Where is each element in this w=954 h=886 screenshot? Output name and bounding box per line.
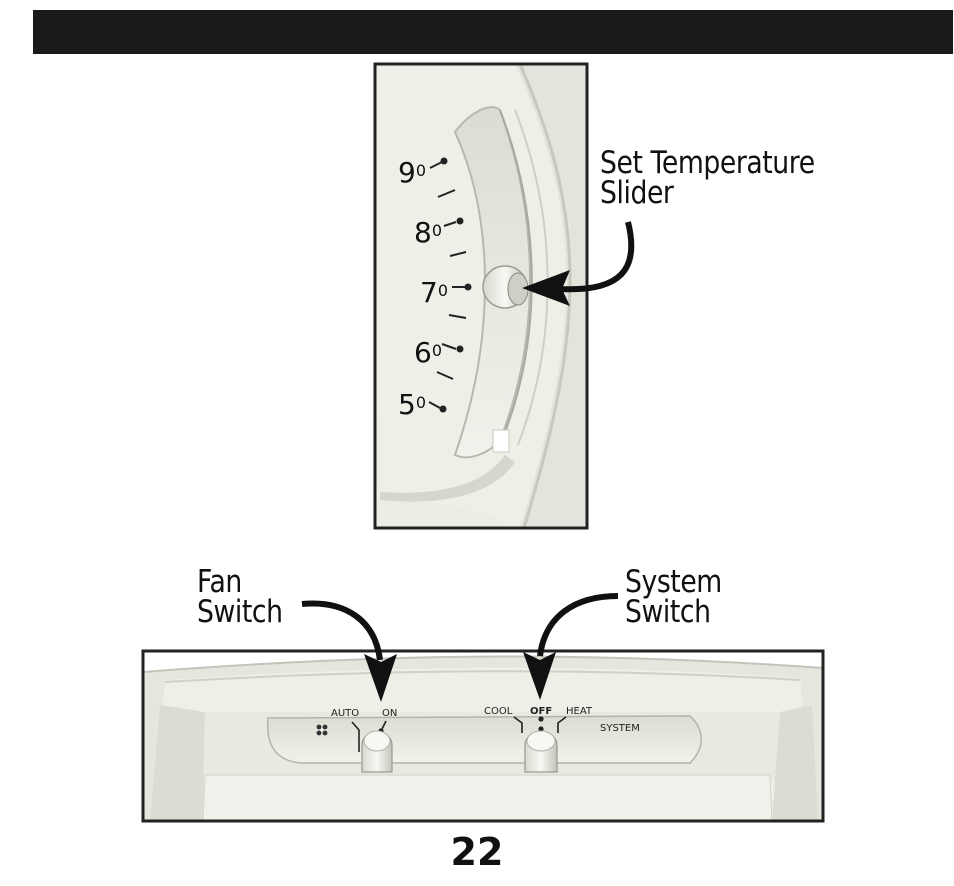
scale-label-80: 80	[414, 216, 442, 249]
set-temperature-callout: Set Temperature Slider	[600, 145, 815, 211]
scale-label-60: 60	[414, 336, 442, 369]
fan-option-auto: AUTO	[331, 708, 359, 719]
fan-callout-arrow-icon	[301, 600, 397, 702]
fan-icon	[316, 724, 328, 736]
callout-line: Fan	[197, 564, 242, 600]
fan-switch-lever[interactable]	[361, 730, 393, 773]
system-switch-lever[interactable]	[524, 730, 558, 773]
callout-line: Slider	[600, 175, 674, 211]
system-option-cool: COOL	[484, 706, 513, 717]
system-option-heat: HEAT	[566, 706, 593, 717]
temperature-scale-ticks	[428, 157, 472, 413]
fan-switch-callout: Fan Switch	[197, 564, 283, 630]
switch-panel	[141, 649, 825, 823]
scale-label-70: 70	[420, 276, 448, 309]
system-option-off: OFF	[530, 706, 552, 717]
callout-line: Switch	[625, 594, 711, 630]
temperature-slider-knob[interactable]	[482, 265, 529, 309]
scale-label-90: 90	[398, 156, 426, 189]
page-number: 22	[450, 830, 504, 874]
system-switch-callout: System Switch	[625, 564, 722, 630]
temperature-scale-labels: 90 80 70 60 50	[398, 156, 448, 421]
scale-label-50: 50	[398, 388, 426, 421]
callout-line: System	[625, 564, 722, 600]
fan-option-on: ON	[382, 708, 397, 719]
curved-callout-arrow-icon	[522, 221, 635, 306]
system-callout-arrow-icon	[523, 593, 619, 700]
callout-line: Set Temperature	[600, 145, 815, 181]
system-label: SYSTEM	[600, 723, 640, 734]
callout-line: Switch	[197, 594, 283, 630]
header-bar	[33, 10, 953, 54]
